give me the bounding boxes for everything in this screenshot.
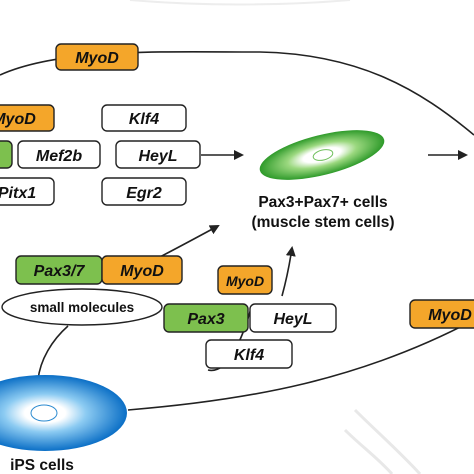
svg-text:Pax3: Pax3 <box>187 311 224 328</box>
mef2b-box: Mef2b <box>17 140 101 169</box>
myod-small-box: MyoD <box>217 265 273 295</box>
klf4-low-box: Klf4 <box>205 339 293 369</box>
pax3-7-box: Pax3/7 <box>15 255 103 285</box>
svg-text:MyoD: MyoD <box>120 263 164 280</box>
pitx1-box: Pitx1 <box>0 177 55 206</box>
svg-text:HeyL: HeyL <box>273 311 312 328</box>
svg-text:Klf4: Klf4 <box>129 111 159 128</box>
myod-mid-box: MyoD <box>101 255 183 285</box>
ips-to-stem-arrow-b <box>281 246 296 297</box>
muscle-stem-cell-nucleus-icon <box>312 149 334 161</box>
ips-cell-icon <box>0 375 127 451</box>
myod-right-box: MyoD <box>409 299 474 329</box>
heyl-mid-box: HeyL <box>115 140 201 169</box>
svg-text:Mef2b: Mef2b <box>36 148 82 165</box>
ips-small-molecule-line <box>37 325 69 381</box>
svg-text:MyoD: MyoD <box>226 273 264 289</box>
ips-cells-label: iPS cells <box>10 457 74 474</box>
stem-cells-label-line1: Pax3+Pax7+ cells <box>258 194 387 211</box>
heyl-low-box: HeyL <box>249 303 337 333</box>
background-scribble <box>343 408 422 474</box>
myod-left-box: MyoD <box>0 104 55 132</box>
svg-text:MyoD: MyoD <box>0 111 36 128</box>
ips-cell-nucleus-icon <box>30 404 58 422</box>
svg-text:Egr2: Egr2 <box>126 185 162 202</box>
svg-text:Pitx1: Pitx1 <box>0 185 36 202</box>
svg-text:HeyL: HeyL <box>138 148 177 165</box>
svg-text:Pax3/7: Pax3/7 <box>34 263 86 280</box>
background-scribble-top <box>129 0 351 6</box>
ips-right-line <box>127 319 474 411</box>
svg-text:Klf4: Klf4 <box>234 347 264 364</box>
svg-text:MyoD: MyoD <box>75 50 119 67</box>
green-left-edge-box <box>0 140 13 169</box>
myod-top-box: MyoD <box>55 43 139 71</box>
pax3-box: Pax3 <box>163 303 249 333</box>
svg-text:small molecules: small molecules <box>30 300 134 315</box>
klf4-top-box: Klf4 <box>101 104 187 132</box>
svg-text:MyoD: MyoD <box>428 307 472 324</box>
stem-cells-label-line2: (muscle stem cells) <box>251 214 394 231</box>
egr2-box: Egr2 <box>101 177 187 206</box>
small-molecules-ellipse: small molecules <box>1 288 163 326</box>
